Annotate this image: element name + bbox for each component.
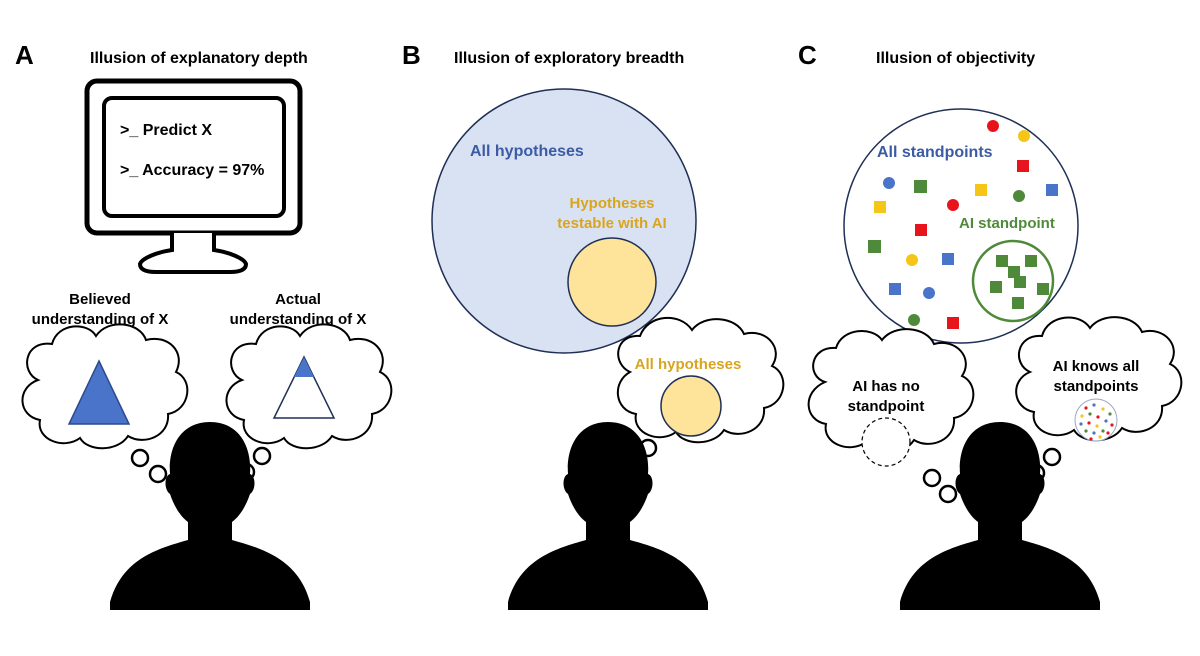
believed-label-line2: understanding of X [32, 311, 169, 328]
testable-label-line2: testable with AI [557, 215, 666, 232]
screen-line-predict: >_ Predict X [120, 122, 212, 139]
thought-hypotheses-circle [660, 375, 722, 437]
standpoint-markers [868, 120, 1058, 329]
no-standpoint-line1: AI has no [852, 378, 920, 395]
all-standpoints-label: All standpoints [877, 144, 993, 161]
panel-a-letter: A [15, 40, 34, 70]
testable-hypotheses-circle [567, 237, 657, 327]
actual-label-line1: Actual [275, 291, 321, 308]
panel-c-letter: C [798, 40, 817, 70]
panel-a: A Illusion of explanatory depth >_ Predi… [15, 40, 393, 610]
person-head-icon [900, 422, 1100, 610]
testable-label-line1: Hypotheses [569, 195, 654, 212]
believed-triangle-icon [67, 359, 131, 425]
panel-c-title: Illusion of objectivity [876, 50, 1035, 67]
ai-standpoint-label: AI standpoint [959, 215, 1055, 232]
believed-label-line1: Believed [69, 291, 131, 308]
thought-cloud-knows-all [1015, 316, 1183, 483]
actual-triangle-icon [272, 355, 336, 419]
monitor-icon [84, 78, 303, 274]
panel-b-letter: B [402, 40, 421, 70]
panel-c: C Illusion of objectivity All standpoint… [798, 40, 1183, 610]
actual-label-line2: understanding of X [230, 311, 367, 328]
knows-all-line1: AI knows all [1053, 358, 1140, 375]
panel-b-title: Illusion of exploratory breadth [454, 50, 684, 67]
all-hypotheses-label: All hypotheses [470, 143, 584, 160]
no-standpoint-line2: standpoint [848, 398, 925, 415]
panel-b: B Illusion of exploratory breadth All hy… [402, 40, 785, 610]
screen-line-accuracy: >_ Accuracy = 97% [120, 162, 264, 179]
person-head-icon [508, 422, 708, 610]
empty-standpoint-circle [861, 417, 911, 467]
knows-all-line2: standpoints [1054, 378, 1139, 395]
mini-all-standpoints-icon [1074, 398, 1118, 442]
thought-cloud-no-standpoint [807, 328, 975, 504]
thought-hypotheses-label: All hypotheses [635, 356, 742, 373]
panel-a-title: Illusion of explanatory depth [90, 50, 308, 67]
